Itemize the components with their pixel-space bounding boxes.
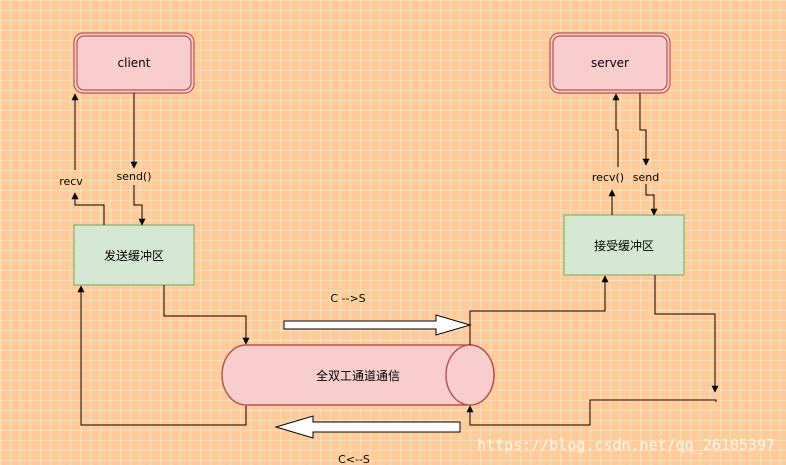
watermark-text: https://blog.csdn.net/qq_26105397: [477, 436, 775, 454]
edge-send-to-buffer: [133, 185, 146, 226]
edge-channel-to-send-buffer: [77, 285, 247, 426]
recv-buffer-node[interactable]: 接受缓冲区: [563, 214, 685, 276]
client-label: client: [118, 56, 151, 70]
recv-buffer-label: 接受缓冲区: [594, 238, 654, 253]
client-recv-label: recv: [59, 175, 83, 188]
c-to-s-arrow: [283, 314, 472, 336]
edge-channel-to-recv-buffer: [469, 275, 609, 345]
client-send-label: send(): [116, 170, 151, 183]
c-to-s-label: C -->S: [330, 292, 365, 305]
server-node[interactable]: server: [549, 32, 671, 94]
s-to-c-label: C<--S: [338, 453, 370, 465]
edge-recv-buffer-to-right: [654, 275, 719, 393]
edge-server-send: [639, 93, 650, 166]
send-buffer-node[interactable]: 发送缓冲区: [73, 224, 195, 286]
channel-node[interactable]: 全双工通道通信: [221, 344, 495, 406]
server-label: server: [591, 56, 629, 70]
edge-buffer-to-recv: [71, 192, 105, 225]
edge-right-to-channel: [466, 399, 717, 426]
send-buffer-label: 发送缓冲区: [104, 248, 164, 263]
edge-send-buffer-to-channel: [163, 285, 250, 345]
server-recv-label: recv(): [592, 171, 624, 184]
edge-send-to-recv-buffer: [645, 184, 658, 216]
channel-label: 全双工通道通信: [316, 368, 400, 383]
server-send-label: send: [633, 171, 659, 184]
edge-recv-to-server: [612, 93, 620, 167]
client-node[interactable]: client: [73, 32, 195, 94]
s-to-c-arrow: [274, 415, 461, 439]
